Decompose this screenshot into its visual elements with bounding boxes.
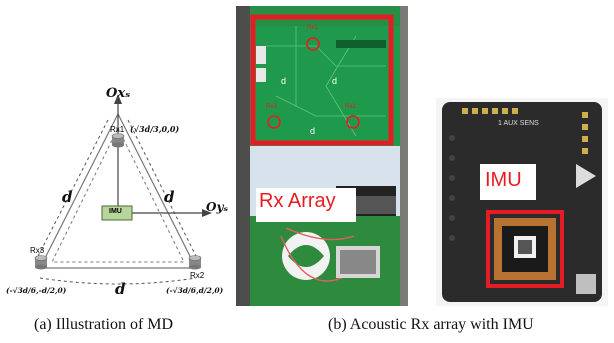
axis-x-arrow — [114, 94, 122, 104]
rx2-coord: (-√3d/6,d/2,0) — [166, 286, 224, 295]
board-d-left: d — [281, 76, 287, 86]
dashed-left — [33, 119, 109, 265]
board-rx2-label: Rx2 — [345, 104, 356, 110]
rx-array-label: Rx Array — [259, 190, 336, 212]
board-rx1-label: Rx1 — [307, 25, 318, 31]
rx-array-photo-art — [236, 6, 408, 306]
rx3-label: Rx3 — [30, 246, 45, 255]
axis-y-arrow — [202, 209, 212, 217]
md-diagram — [33, 94, 212, 285]
board-d-right: d — [332, 76, 338, 86]
rx1-marker — [306, 37, 320, 51]
imu-silkscreen: 1 AUX SENS — [498, 120, 539, 127]
rx1-cylinder — [111, 133, 125, 148]
bottom-bracket — [39, 277, 197, 285]
axis-x-label: Oxₛ — [106, 86, 131, 101]
caption-b: (b) Acoustic Rx array with IMU — [328, 316, 534, 333]
diagram-panel: Oxₛ Oyₛ Rx1 (√3d/3,0,0) Rx3 Rx2 (-√3d/6,… — [0, 80, 229, 305]
rx-array-photo: Rx1 Rx3 Rx2 d d d Rx Array — [236, 6, 408, 306]
imu-box — [101, 205, 133, 221]
rx-array-label-bg — [256, 188, 356, 222]
imu-highlight — [486, 210, 564, 288]
board-d-bottom: d — [310, 126, 316, 136]
caption-a: (a) Illustration of MD — [34, 316, 174, 333]
distance-label-left: d — [62, 188, 73, 206]
distance-label-bottom: d — [115, 280, 126, 298]
rx3-cylinder — [34, 255, 48, 270]
rx-array-highlight — [250, 14, 394, 146]
axis-y-label: Oyₛ — [206, 200, 229, 214]
dashed-right — [127, 119, 201, 265]
rx1-coord: (√3d/3,0,0) — [130, 124, 180, 134]
rx3-marker — [267, 115, 281, 129]
rx1-label: Rx1 — [110, 125, 125, 134]
top-pcb — [250, 6, 400, 146]
imu-overlay-label: IMU — [485, 169, 522, 191]
imu-photo-art — [442, 102, 602, 302]
imu-photo: 1 AUX SENS IMU — [436, 98, 608, 306]
distance-label-right: d — [164, 188, 175, 206]
outer-triangle — [39, 112, 197, 269]
rx2-marker — [346, 115, 360, 129]
board-rx3-label: Rx3 — [266, 104, 277, 110]
rx2-label: Rx2 — [190, 271, 205, 280]
rx2-cylinder — [188, 255, 202, 270]
rx3-coord: (-√3d/6,-d/2,0) — [6, 286, 67, 295]
imu-label: IMU — [109, 208, 122, 215]
imu-label-bg — [480, 164, 536, 200]
inner-triangle — [51, 126, 185, 263]
